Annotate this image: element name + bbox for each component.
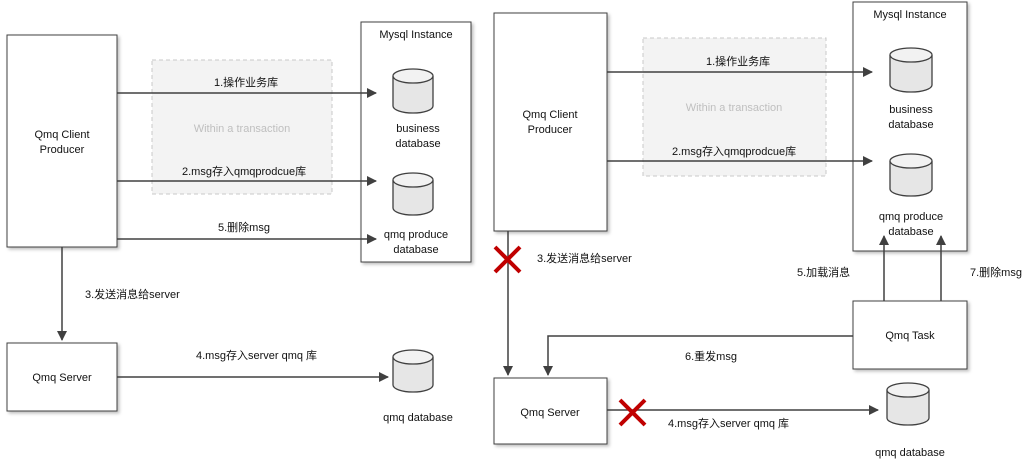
left-step2-label: 2.msg存入qmqprodcue库 (182, 164, 306, 178)
right-server-label: Qmq Server (520, 407, 580, 419)
right-business-db-label-1: business (889, 104, 933, 116)
left-business-db-label-1: business (396, 123, 440, 135)
left-produce-db-icon (392, 172, 434, 216)
right-produce-db-icon (889, 153, 933, 197)
left-mysql-box (360, 21, 472, 263)
right-task-label: Qmq Task (885, 330, 935, 342)
right-qmq-db-icon (886, 382, 930, 426)
left-mysql-title: Mysql Instance (379, 29, 452, 41)
right-producer-label-1: Qmq Client (522, 109, 577, 121)
right-producer-label-2: Producer (528, 124, 573, 136)
right-diagram: Within a transaction Qmq Client Producer… (493, 1, 1022, 459)
right-arrow-step6 (543, 335, 853, 376)
left-business-db-icon (392, 68, 434, 114)
right-step3-failure-x-icon (493, 245, 522, 274)
right-step4-label: 4.msg存入server qmq 库 (668, 416, 789, 430)
left-step5-label: 5.删除msg (218, 220, 270, 234)
left-step3-label: 3.发送消息给server (85, 287, 180, 301)
right-produce-db-label-1: qmq produce (879, 211, 943, 223)
right-produce-db-label-2: database (888, 226, 933, 238)
right-business-db-icon (889, 47, 933, 93)
left-qmq-db-icon (392, 349, 434, 393)
right-step2-label: 2.msg存入qmqprodcue库 (672, 144, 796, 158)
right-server-box (493, 377, 608, 445)
left-produce-db-label-2: database (393, 244, 438, 256)
left-produce-db-label-1: qmq produce (384, 229, 448, 241)
left-producer-box (6, 34, 118, 248)
left-producer-label-1: Qmq Client (34, 129, 89, 141)
right-transaction-label: Within a transaction (686, 102, 783, 114)
right-step1-label: 1.操作业务库 (706, 54, 770, 68)
right-task-box (852, 300, 968, 370)
right-producer-box (493, 12, 608, 232)
left-step4-label: 4.msg存入server qmq 库 (196, 348, 317, 362)
right-qmq-db-label: qmq database (875, 447, 945, 459)
right-step7-label: 7.删除msg (970, 265, 1022, 279)
left-server-box (6, 342, 118, 412)
left-step1-label: 1.操作业务库 (214, 75, 278, 89)
right-step5-label: 5.加载消息 (797, 265, 850, 279)
left-diagram: Within a transaction Qmq Client Producer… (6, 21, 472, 424)
left-business-db-label-2: database (395, 138, 440, 150)
right-step6-label: 6.重发msg (685, 349, 737, 363)
right-step3-label: 3.发送消息给server (537, 251, 632, 265)
right-mysql-title: Mysql Instance (873, 9, 946, 21)
left-producer-label-2: Producer (40, 144, 85, 156)
right-mysql-box (852, 1, 968, 252)
left-qmq-db-label: qmq database (383, 412, 453, 424)
right-step4-failure-x-icon (618, 398, 647, 427)
right-business-db-label-2: database (888, 119, 933, 131)
left-transaction-label: Within a transaction (194, 123, 291, 135)
right-transaction-region (642, 37, 827, 177)
left-transaction-region (151, 59, 333, 195)
left-server-label: Qmq Server (32, 372, 92, 384)
